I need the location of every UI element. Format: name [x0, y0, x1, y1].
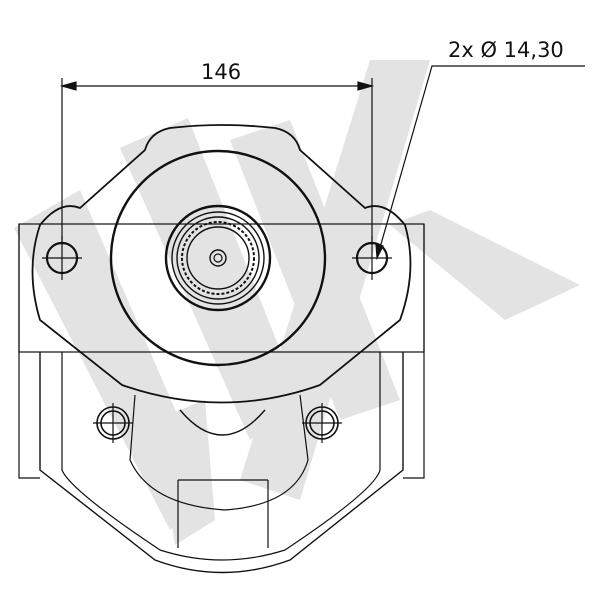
- hole-callout-label: 2x Ø 14,30: [448, 38, 564, 62]
- centerlines: [42, 236, 392, 443]
- watermark-logo: [14, 60, 580, 545]
- dimension-146-label: 146: [201, 60, 242, 84]
- pump-outline: [18, 124, 425, 574]
- dimension-146: [59, 78, 375, 245]
- leader-hole-callout: [375, 65, 585, 261]
